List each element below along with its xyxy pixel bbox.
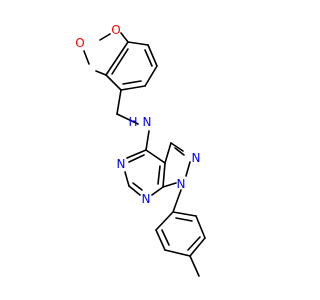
bond bbox=[157, 165, 161, 185]
bond bbox=[83, 50, 90, 65]
atom-label-nitrogen: N bbox=[142, 192, 151, 206]
bond bbox=[151, 186, 164, 196]
atom-label-oxygen: O bbox=[75, 36, 84, 50]
bond bbox=[120, 85, 146, 91]
bond bbox=[105, 74, 122, 91]
bond bbox=[187, 236, 201, 251]
bond bbox=[189, 237, 206, 257]
bond bbox=[144, 65, 158, 87]
atom-label-nitrogen: N bbox=[117, 157, 126, 171]
bond bbox=[185, 161, 191, 177]
bond bbox=[174, 147, 185, 156]
bond bbox=[124, 171, 130, 187]
methylene-linker bbox=[116, 89, 139, 125]
atom-label-nitrogen: N bbox=[177, 177, 186, 191]
bond bbox=[99, 33, 111, 41]
bond bbox=[164, 142, 172, 164]
bond bbox=[116, 89, 122, 115]
pyrazolopyrimidine-core bbox=[124, 130, 191, 196]
bond bbox=[162, 182, 177, 188]
bond bbox=[155, 229, 166, 251]
bond bbox=[144, 49, 153, 67]
bond bbox=[111, 48, 129, 75]
molecule-structure-diagram: O O N H N N N N bbox=[75, 23, 206, 277]
atom-label-oxygen: O bbox=[111, 23, 120, 37]
bond bbox=[126, 149, 147, 159]
atom-label-nitrogen: N bbox=[143, 115, 152, 129]
bond bbox=[132, 182, 143, 191]
atom-labels: O O N H N N N N bbox=[75, 23, 200, 206]
bond bbox=[145, 149, 166, 164]
bond bbox=[195, 215, 206, 239]
bond bbox=[164, 249, 191, 257]
bond bbox=[127, 41, 149, 46]
atom-label-hydrogen: H bbox=[128, 115, 137, 129]
bond bbox=[147, 44, 158, 67]
bond bbox=[95, 70, 107, 76]
bond bbox=[120, 32, 129, 43]
bond bbox=[145, 130, 150, 151]
bond bbox=[128, 154, 145, 163]
bond bbox=[116, 113, 139, 125]
bond bbox=[161, 229, 170, 246]
tolyl-group bbox=[155, 189, 206, 277]
bond bbox=[128, 185, 141, 196]
bond bbox=[122, 80, 142, 85]
atom-label-nitrogen: N bbox=[192, 151, 201, 165]
bond bbox=[155, 211, 174, 231]
bond bbox=[172, 211, 197, 217]
bond bbox=[172, 189, 182, 213]
bond bbox=[189, 255, 200, 277]
bond bbox=[175, 217, 193, 222]
bond bbox=[105, 41, 129, 76]
bond bbox=[162, 162, 166, 188]
benzodioxole-group bbox=[83, 32, 158, 91]
bond bbox=[170, 142, 184, 152]
